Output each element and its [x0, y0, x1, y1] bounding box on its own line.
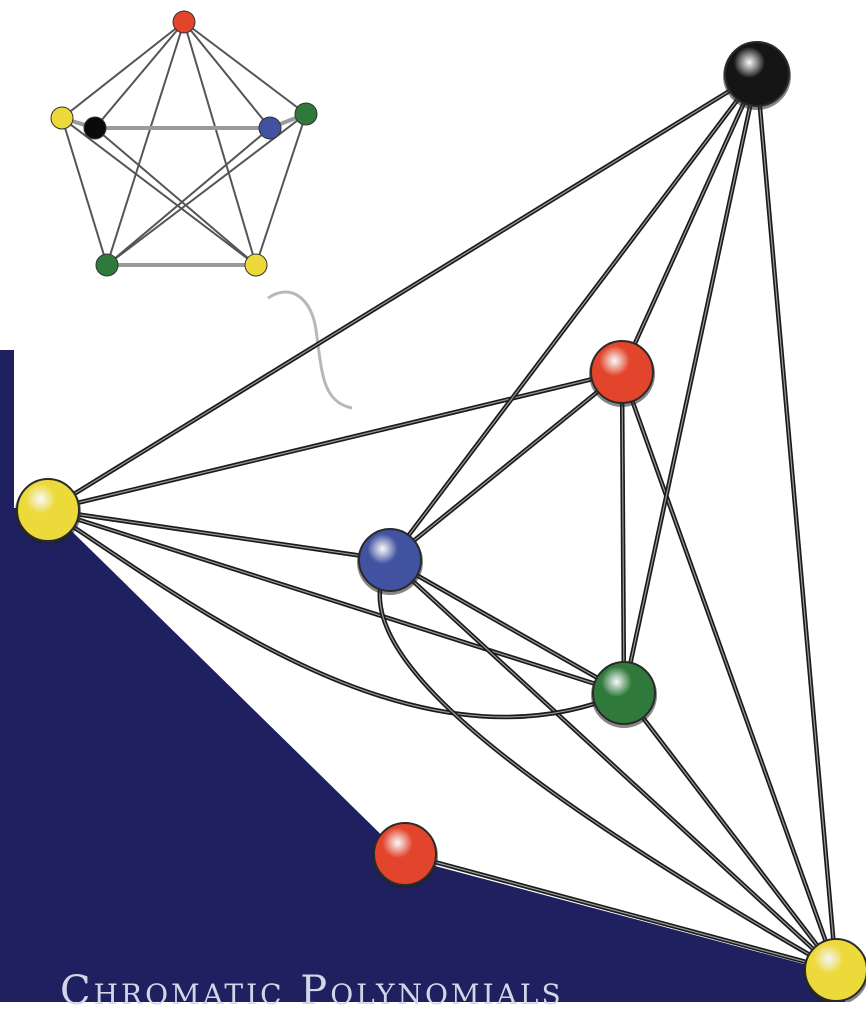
large-graph-edge	[622, 372, 624, 693]
large-graph-vertex-blue	[357, 529, 423, 595]
small-graph-vertex-green	[295, 103, 317, 125]
large-graph-vertex-red	[589, 341, 655, 407]
large-graph-vertex-green	[591, 662, 657, 728]
large-graph-edge	[48, 510, 390, 560]
navy-background-shape	[0, 350, 845, 1002]
small-graph-vertices	[51, 11, 317, 276]
small-graph-edge	[62, 118, 107, 265]
small-graph-edges	[62, 22, 306, 265]
large-graph-vertex-yellow	[15, 479, 81, 545]
large-graph-vertex-red	[372, 823, 438, 889]
small-graph-edge	[62, 22, 184, 118]
small-graph-vertex-green	[96, 254, 118, 276]
small-graph-vertex-yellow	[245, 254, 267, 276]
small-graph-edge	[95, 22, 184, 128]
cover-title: Chromatic Polynomials	[60, 968, 860, 1014]
large-graph-edge	[390, 74, 757, 560]
small-graph-edge	[184, 22, 270, 128]
large-graph-edge	[48, 74, 757, 510]
large-graph-vertex-black	[723, 42, 791, 110]
small-graph-vertex-small_black	[84, 117, 106, 139]
small-graph-edge	[184, 22, 256, 265]
small-graph-vertex-yellow	[51, 107, 73, 129]
large-graph-edge	[390, 560, 624, 693]
small-graph-edge	[107, 128, 270, 265]
small-graph-vertex-blue	[259, 117, 281, 139]
navy-polygon	[0, 350, 845, 1002]
small-graph-edge	[107, 22, 184, 265]
small-graph-edge	[62, 118, 256, 265]
small-graph-edge	[184, 22, 306, 114]
small-graph-vertex-red	[173, 11, 195, 33]
small-graph-edge	[95, 128, 256, 265]
large-graph-edge	[622, 372, 836, 970]
large-graph-edge	[757, 74, 836, 970]
